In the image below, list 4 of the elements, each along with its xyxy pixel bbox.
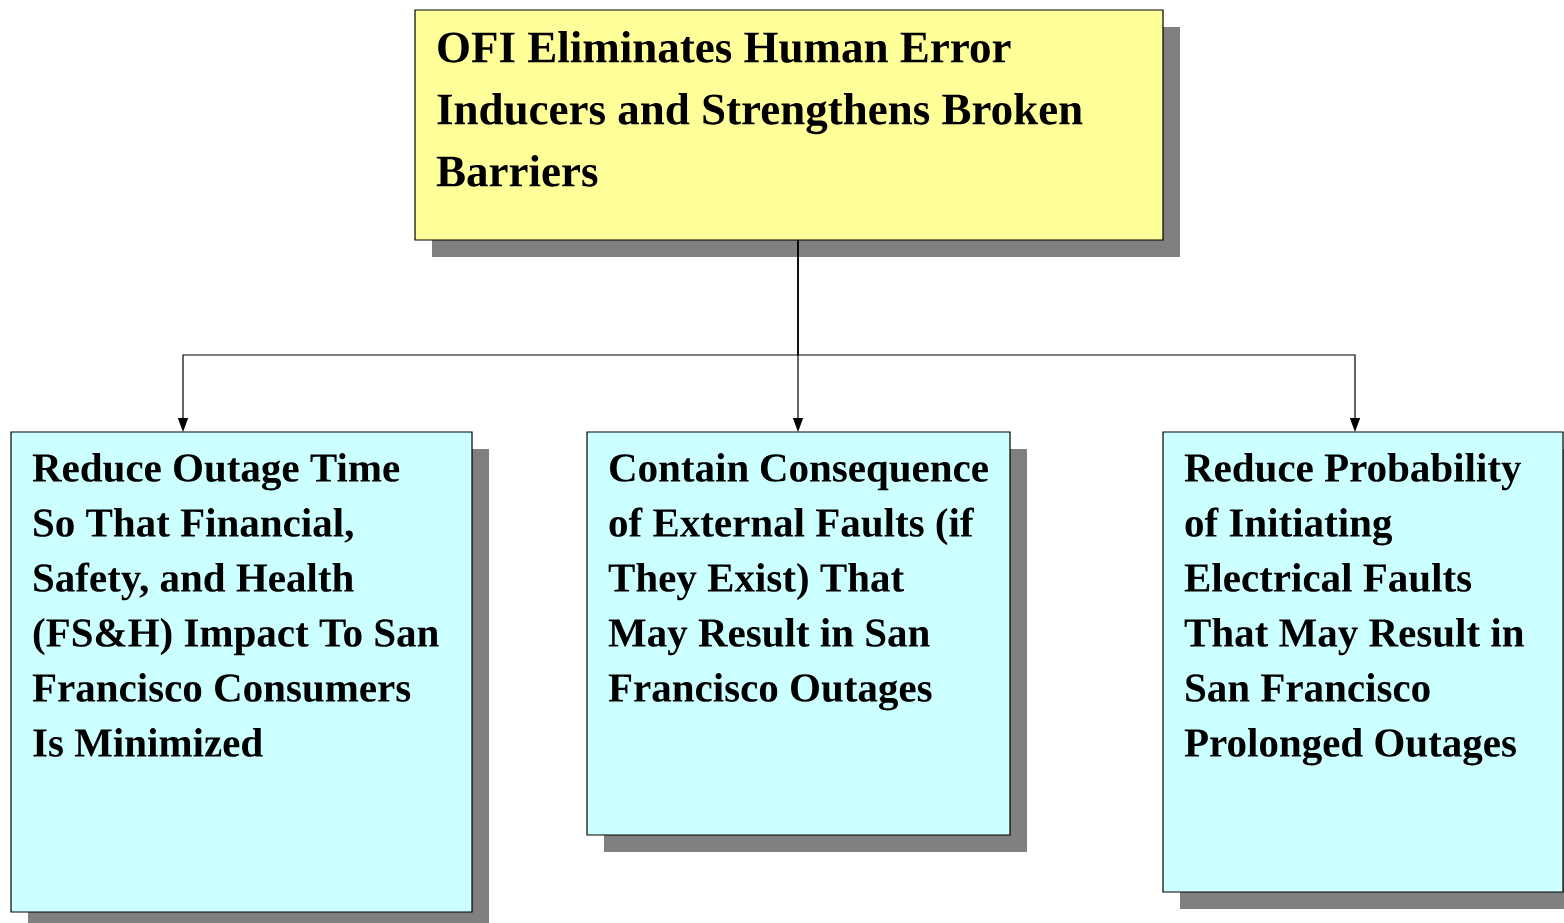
text-box: OFI Eliminates Human Error Inducers and Strengthens Broken Barriers <box>414 9 1180 257</box>
text-box: Reduce Outage Time So That Financial, Safety, and Health (FS&H) Impact To San Francisco Consumers Is Minimized <box>10 431 489 923</box>
text-box: Contain Consequence of External Faults (if They Exist) That May Result in San Francisco Outages <box>586 431 1027 852</box>
text-box: Reduce Probability of Initiating Electrical Faults That May Result in San Francisco Prolonged Outages <box>1162 431 1564 909</box>
